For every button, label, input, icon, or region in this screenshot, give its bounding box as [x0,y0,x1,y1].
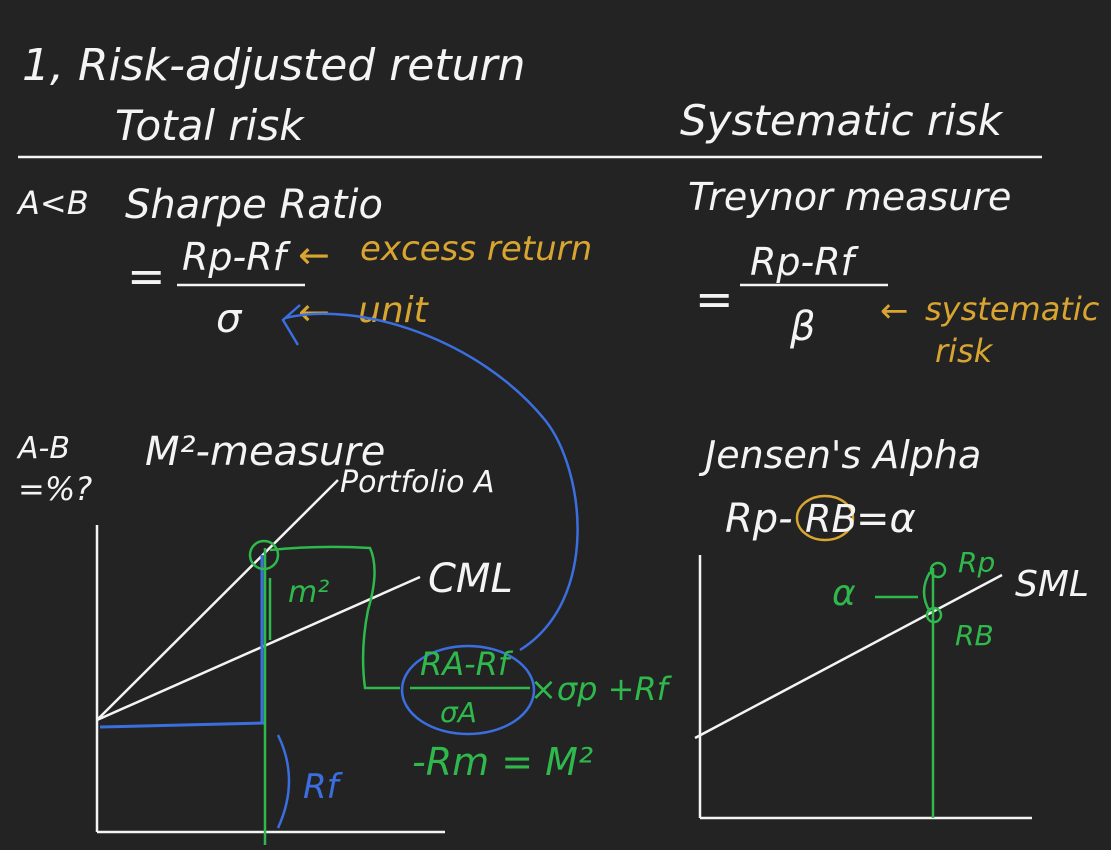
cml-line [96,575,421,722]
portfolio-a-point-circle [248,539,280,571]
rp-label: Rp [958,546,995,579]
m2-compare-line1: A-B [16,431,70,466]
rf-label: Rf [303,767,344,807]
sharpe-title: Sharpe Ratio [125,182,383,228]
sharpe-arrow-denominator: ← [298,290,330,334]
jensen-formula-rhs: =α [856,496,916,542]
sharpe-denominator: σ [216,296,243,342]
treynor-note-risk: risk [935,332,994,370]
sharpe-equals: = [127,249,166,303]
m2-green-connector [269,545,400,690]
sml-line [694,573,1003,740]
rb-point [925,606,943,624]
section-title: 1, Risk-adjusted return [22,40,526,91]
treynor-note-systematic: systematic [925,290,1100,328]
m2-graph-label: m² [288,575,329,610]
rb-highlight-circle [795,494,855,542]
sml-label: SML [1015,564,1089,605]
sharpe-numerator: Rp-Rf [182,235,292,279]
cml-label: CML [428,556,513,602]
link-arrow-to-sigma [284,312,579,652]
sharpe-arrow-numerator: ← [298,233,330,277]
treynor-equals: = [695,272,734,326]
m2-formula-line2: -Rm = M² [412,740,593,784]
m2-formula-tail: ×σp +Rf [530,670,673,708]
m2-formula-ellipse [400,644,536,736]
jensen-title: Jensen's Alpha [698,433,981,477]
m2-formula-denominator: σA [440,696,477,729]
treynor-numerator: Rp-Rf [750,240,860,284]
link-arrowhead [281,304,301,346]
systematic-risk-heading: Systematic risk [680,96,1004,145]
portfolio-a-label: Portfolio A [340,465,495,500]
sharpe-compare: A<B [16,184,89,222]
rb-label: RB [955,619,994,652]
rp-point [929,561,947,579]
total-risk-heading: Total risk [115,101,305,150]
treynor-title: Treynor measure [688,175,1011,219]
alpha-bracket [922,571,932,613]
portfolio-a-line [96,479,339,721]
m2-title: M²-measure [145,429,385,475]
jensen-formula-rb: RB [805,497,857,541]
m2-compare-line2: =%? [18,470,92,508]
treynor-denominator: β [789,304,816,350]
treynor-arrow: ← [880,291,909,331]
sharpe-note-excess-return: excess return [360,229,592,269]
jensen-formula-lhs: Rp- [725,496,793,542]
rf-horizontal [99,721,266,729]
m2-formula-numerator: RA-Rf [420,645,514,683]
rf-brace [276,734,291,829]
alpha-label: α [832,573,856,614]
